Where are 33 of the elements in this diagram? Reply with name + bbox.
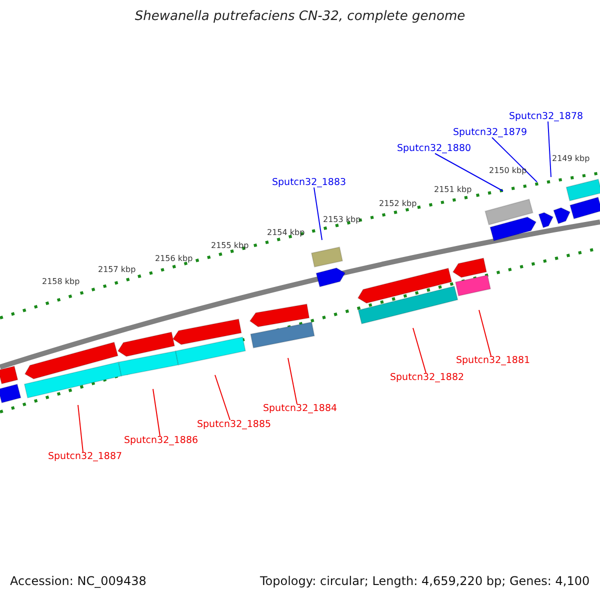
footer-text: Topology: circular; Length: 4,659,220 bp; Genes: 4,100 [260,575,590,587]
scale-label: 2155 kbp [211,242,249,250]
gene-label: Sputcn32_1881 [456,356,530,366]
scale-label: 2150 kbp [489,167,527,175]
scale-label: 2151 kbp [434,186,472,194]
leader-line [434,153,504,192]
leader-line [214,374,230,420]
leader-line [478,310,492,356]
gene-label: Sputcn32_1878 [509,112,584,122]
scale-label: 2153 kbp [323,216,361,224]
leader-line [548,121,552,178]
gene-label: Sputcn32_1886 [124,436,198,446]
scale-label: 2158 kbp [42,278,80,286]
gene-label: Sputcn32_1883 [272,178,346,188]
leader-line [412,328,426,374]
leader-line [78,404,84,452]
scale-label: 2152 kbp [379,200,417,208]
leader-line [314,187,322,240]
gene-label: Sputcn32_1887 [48,452,122,462]
scale-label: 2156 kbp [155,255,193,263]
leader-line [288,358,298,404]
footer-text: Accession: NC_009438 [10,575,146,587]
map-title: Shewanella putrefaciens CN-32, complete genome [134,10,466,23]
scale-label: 2154 kbp [267,229,305,237]
gene-label: Sputcn32_1884 [263,404,338,414]
leader-line [492,137,538,182]
gene-label: Sputcn32_1885 [197,420,272,430]
leader-line [152,388,160,436]
gene-label: Sputcn32_1879 [453,128,528,138]
gene-label: Sputcn32_1882 [390,373,464,382]
gene-label: Sputcn32_1880 [397,144,472,154]
scale-label: 2157 kbp [98,266,136,274]
scale-label: 2149 kbp [552,155,590,163]
